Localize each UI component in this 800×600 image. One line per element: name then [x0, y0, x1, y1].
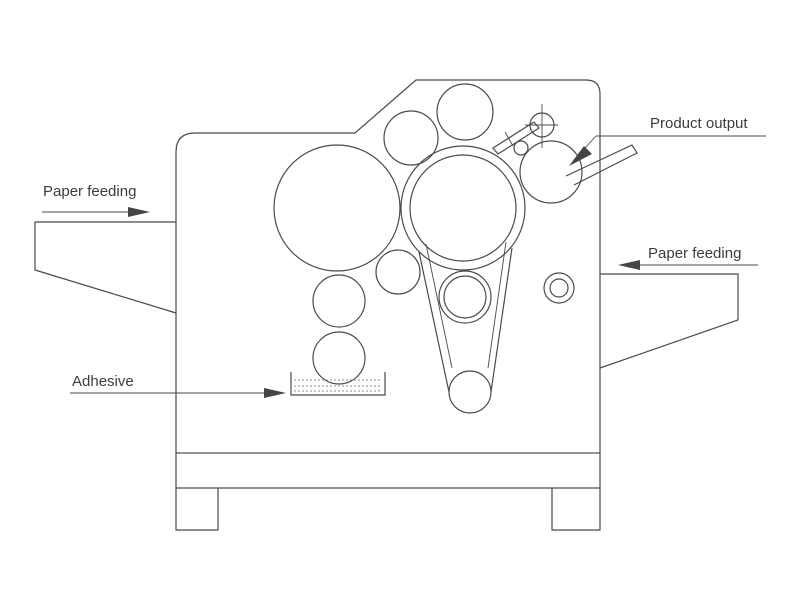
belt-right-run: [490, 247, 513, 393]
belt-right-run-inner: [487, 241, 507, 369]
paper-feeding-left-label: Paper feeding: [43, 183, 137, 200]
side-knob-outer: [543, 272, 575, 304]
main-cylinder-outer: [400, 145, 526, 271]
linkage-arm: [492, 121, 540, 155]
top-roller: [436, 83, 494, 141]
linkage-slot: [504, 131, 514, 147]
machine-left-leg: [175, 488, 219, 531]
belt-mid-roller-inner: [443, 275, 487, 319]
left-feed-tray: [34, 221, 177, 314]
main-cylinder-inner: [409, 154, 517, 262]
paper-feeding-right-arrowhead: [618, 260, 640, 270]
adhesive-label: Adhesive: [72, 373, 134, 390]
adhesive-upper-roller: [312, 274, 366, 328]
machine-right-leg: [551, 488, 601, 531]
large-left-roller: [273, 144, 401, 272]
upper-small-roller: [383, 110, 439, 166]
output-chute: [565, 144, 638, 186]
adhesive-arrowhead: [264, 388, 286, 398]
belt-left-run: [418, 251, 450, 393]
middle-small-roller: [375, 249, 421, 295]
machine-base-bar: [175, 452, 601, 489]
belt-left-run-inner: [425, 243, 453, 369]
belt-bottom-roller: [448, 370, 492, 414]
paper-feeding-left-arrowhead: [128, 207, 150, 217]
machine-body-outline: [175, 79, 601, 453]
product-output-arrowhead: [569, 146, 592, 166]
output-roller: [519, 140, 583, 204]
side-knob-inner: [549, 278, 569, 298]
adhesive-dip-roller: [312, 331, 366, 385]
belt-mid-roller-outer: [438, 270, 492, 324]
right-feed-tray: [599, 273, 739, 369]
product-output-label: Product output: [650, 115, 748, 132]
pivot-roller: [513, 140, 529, 156]
paper-feeding-right-label: Paper feeding: [648, 245, 742, 262]
adhesive-tank: [290, 372, 386, 396]
